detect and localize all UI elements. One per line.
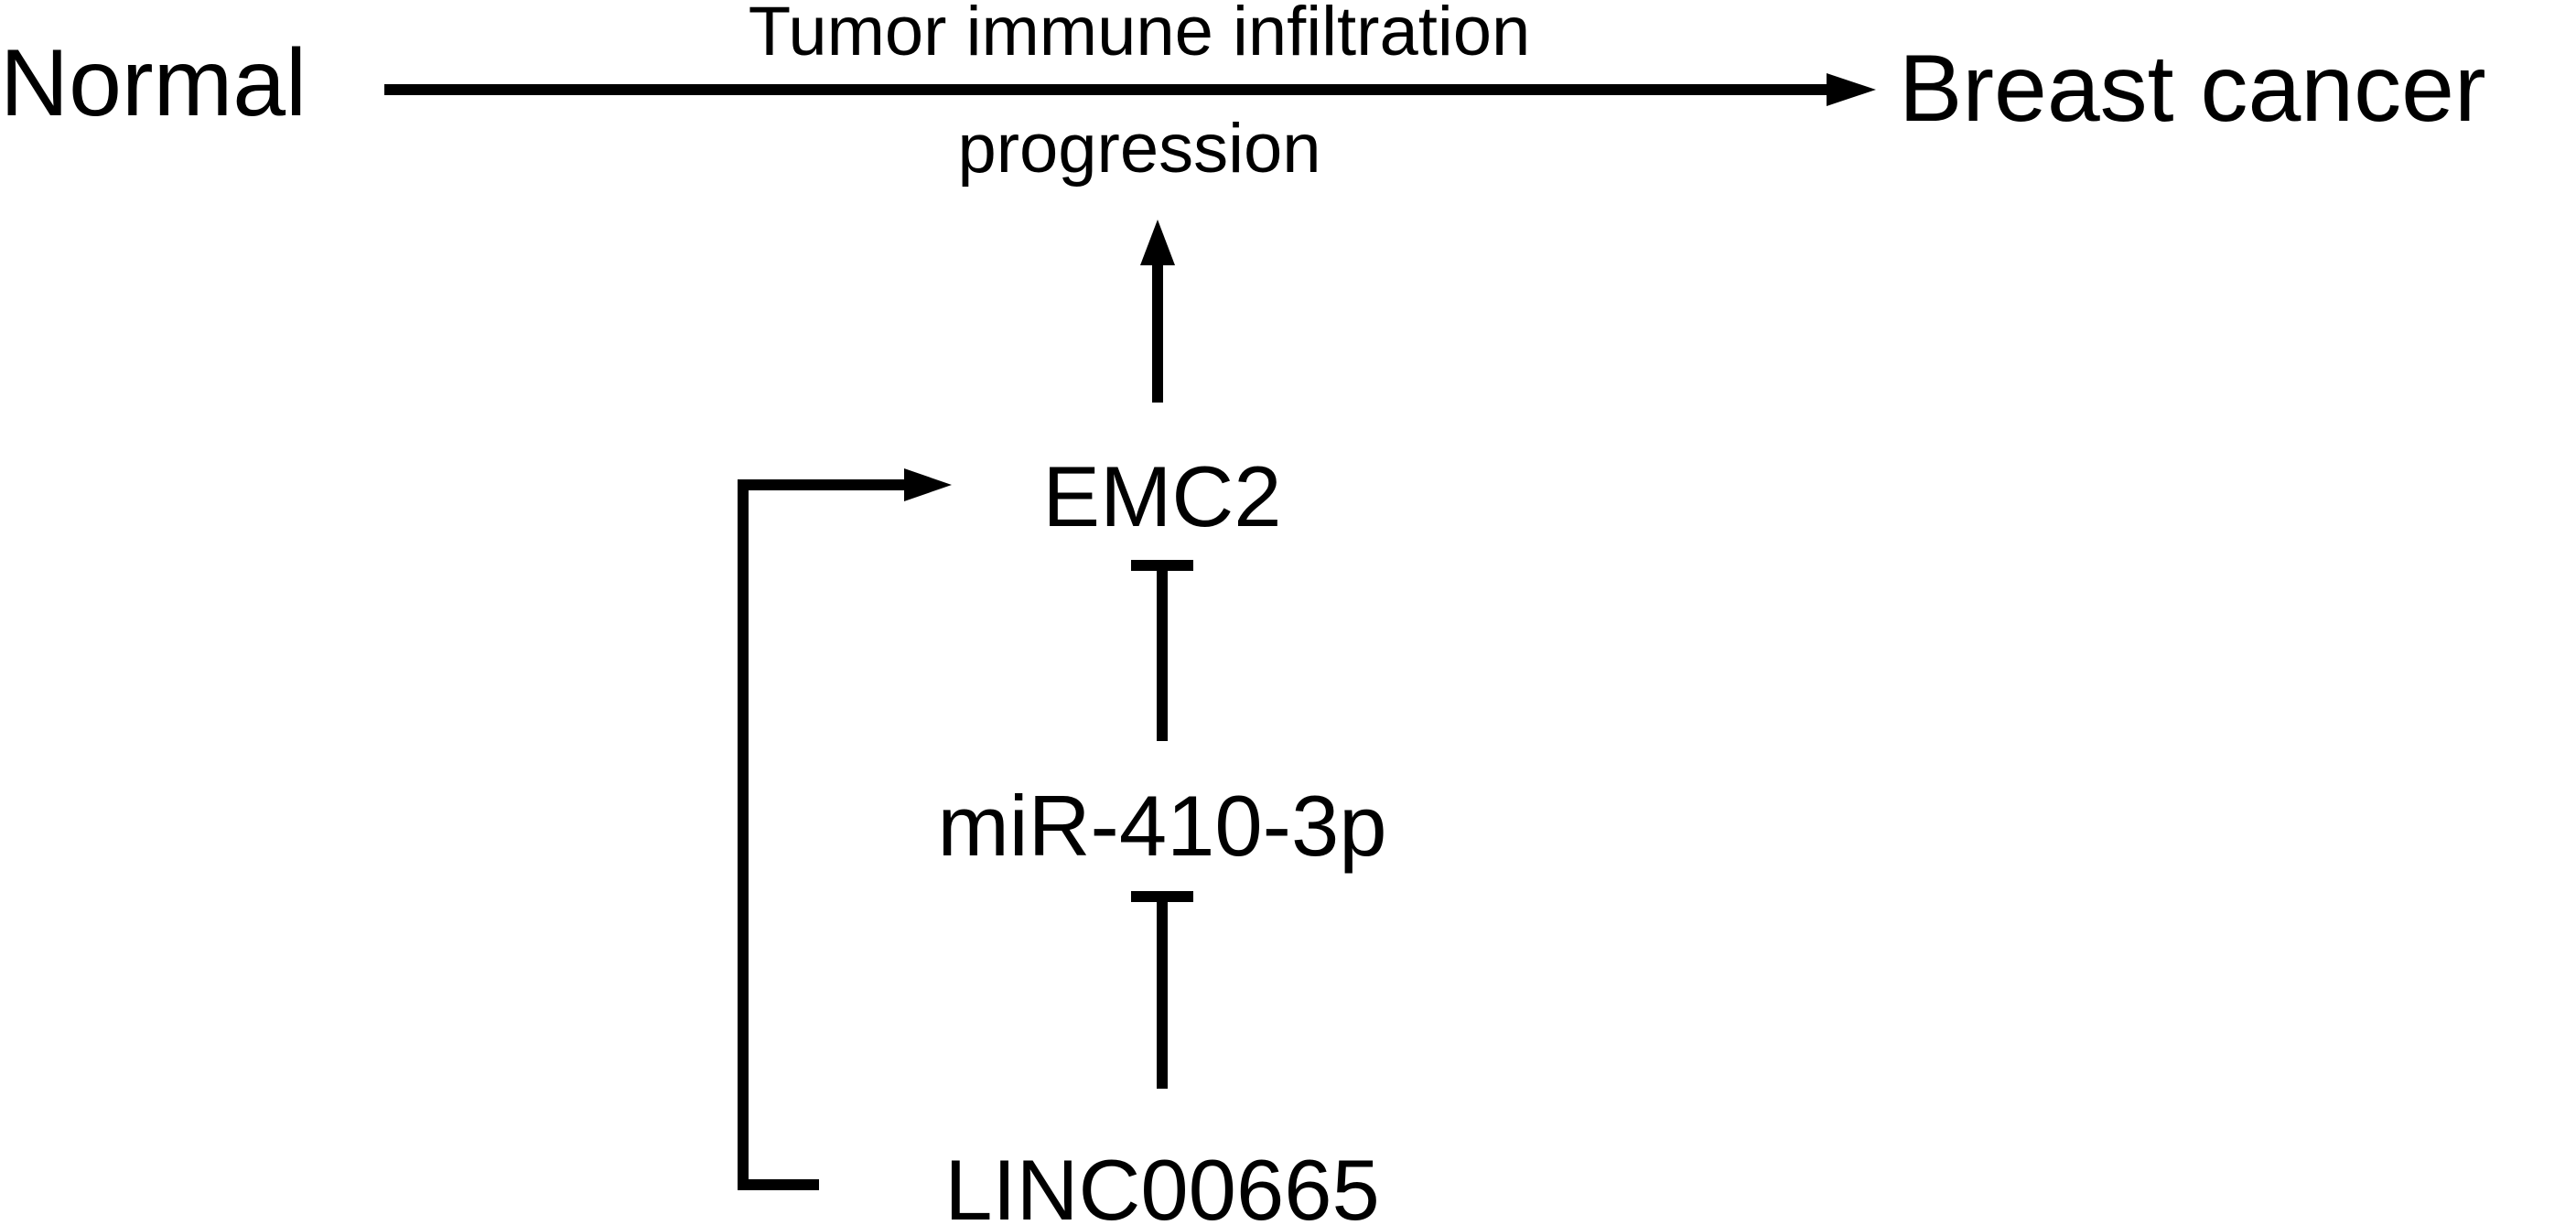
arrowhead — [1140, 220, 1175, 265]
edge-linc-inhibits-mir — [1131, 891, 1193, 1089]
node-mir-410-3p: miR-410-3p — [937, 778, 1386, 874]
node-normal: Normal — [0, 30, 307, 136]
process-label-line1: Tumor immune infiltration — [749, 0, 1531, 70]
node-linc00665: LINC00665 — [944, 1142, 1380, 1225]
arrowhead — [1827, 73, 1876, 106]
arrowhead — [904, 468, 952, 501]
node-emc2: EMC2 — [1042, 448, 1281, 544]
edge-mir-inhibits-emc2 — [1131, 560, 1193, 741]
edge-linc-to-emc2 — [738, 468, 952, 1190]
edge-normal-to-breast-cancer — [384, 73, 1876, 106]
process-label-line2: progression — [957, 110, 1320, 188]
edge-emc2-to-progression — [1140, 220, 1175, 403]
node-breast-cancer: Breast cancer — [1899, 36, 2486, 142]
